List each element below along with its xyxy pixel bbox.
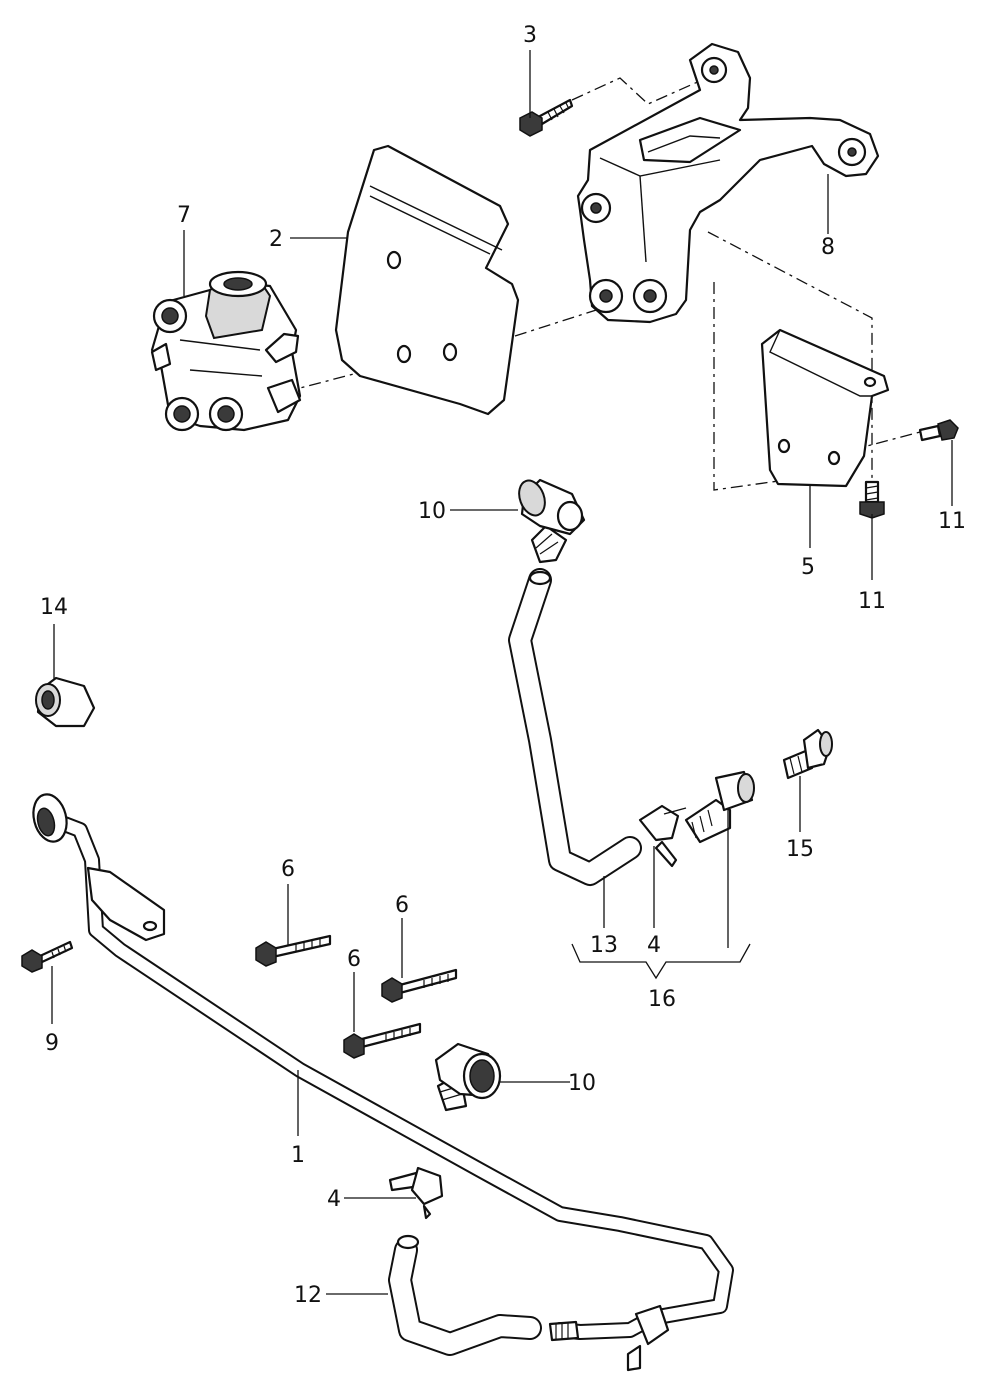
callout-11-right: 11 — [938, 509, 966, 534]
bracket-part-5 — [760, 328, 890, 488]
fitting-part-15 — [782, 728, 833, 780]
valve-part-7 — [150, 270, 302, 432]
bolt-part-3 — [519, 98, 574, 137]
bolt-part-11-lower — [859, 480, 885, 519]
callout-13: 13 — [590, 933, 618, 958]
callout-6-c: 6 — [347, 947, 361, 972]
clamp-part-4-lower — [388, 1166, 444, 1220]
callout-11-lower: 11 — [858, 589, 886, 614]
connector-part-10-upper — [518, 478, 586, 564]
callout-16: 16 — [648, 987, 676, 1012]
callout-6-a: 6 — [281, 857, 295, 882]
clamp-part-4-upper — [638, 804, 687, 868]
callout-7: 7 — [177, 203, 191, 228]
callout-labels: 3 2 7 8 5 11 11 10 14 6 6 6 9 1 10 4 12 … — [40, 23, 966, 1308]
callout-12: 12 — [294, 1283, 322, 1308]
callout-8: 8 — [821, 235, 835, 260]
shield-plate-part-2 — [334, 144, 520, 416]
callout-10-upper: 10 — [418, 499, 446, 524]
bracket-part-8 — [576, 42, 880, 324]
plug-part-14 — [35, 676, 96, 728]
callout-6-b: 6 — [395, 893, 409, 918]
connector-part-16 — [684, 770, 755, 844]
hose-part-12 — [388, 1234, 542, 1356]
bolt-part-6-a — [255, 934, 332, 967]
bolt-part-11-right — [918, 419, 959, 442]
leader-lines — [51, 50, 953, 1295]
bolt-part-6-b — [381, 968, 458, 1003]
callout-1: 1 — [291, 1143, 305, 1168]
bolt-part-6-c — [343, 1022, 422, 1059]
connector-part-10-lower — [434, 1042, 502, 1112]
tube-part-1 — [32, 793, 734, 1372]
callout-9: 9 — [45, 1031, 59, 1056]
callout-4-upper: 4 — [647, 933, 661, 958]
callout-5: 5 — [801, 555, 815, 580]
bolt-part-9 — [21, 940, 74, 973]
callout-10-lower: 10 — [568, 1071, 596, 1096]
callout-3: 3 — [523, 23, 537, 48]
callout-2: 2 — [269, 227, 283, 252]
callout-4-lower: 4 — [327, 1187, 341, 1212]
hose-part-13 — [508, 568, 642, 886]
callout-15: 15 — [786, 837, 814, 862]
callout-14: 14 — [40, 595, 68, 620]
